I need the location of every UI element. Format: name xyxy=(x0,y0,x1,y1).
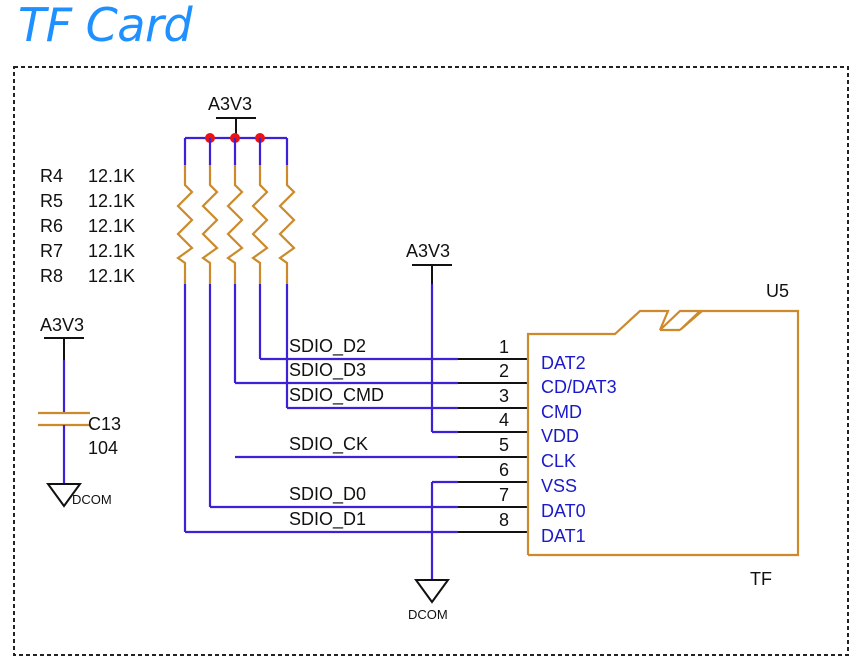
connector-u5: U5 TF xyxy=(526,281,800,589)
connector-ref: U5 xyxy=(766,281,789,301)
pin-number: 2 xyxy=(499,361,509,381)
resistor-value: 12.1K xyxy=(88,191,135,211)
pin-stubs xyxy=(458,358,528,533)
resistor-ref: R8 xyxy=(40,266,63,286)
pin-name: DAT2 xyxy=(541,353,586,373)
net-label-sdio-ck: SDIO_CK xyxy=(289,434,368,455)
supply-label: A3V3 xyxy=(208,94,252,114)
pin-name: CLK xyxy=(541,451,576,471)
pin-name: VSS xyxy=(541,476,577,496)
net-label-sdio-d3: SDIO_D3 xyxy=(289,360,366,381)
ground-symbol-cap: DCOM xyxy=(46,483,112,508)
resistor-value: 12.1K xyxy=(88,266,135,286)
ground-label: DCOM xyxy=(72,492,112,507)
capacitor-value: 104 xyxy=(88,438,118,458)
schematic-frame xyxy=(13,66,849,656)
pin-number: 1 xyxy=(499,337,509,357)
resistor-r8 xyxy=(278,138,296,408)
pin-name: CD/DAT3 xyxy=(541,377,617,397)
resistor-value: 12.1K xyxy=(88,216,135,236)
pin-number: 5 xyxy=(499,435,509,455)
pin-number: 4 xyxy=(499,410,509,430)
resistor-r4 xyxy=(176,138,194,532)
net-label-sdio-cmd: SDIO_CMD xyxy=(289,385,384,406)
connector-type: TF xyxy=(750,569,772,589)
pin-number: 6 xyxy=(499,460,509,480)
net-label-sdio-d0: SDIO_D0 xyxy=(289,484,366,505)
pin-name: VDD xyxy=(541,426,579,446)
resistor-value: 12.1K xyxy=(88,241,135,261)
ground-symbol-vss: DCOM xyxy=(408,579,450,622)
resistor-r7 xyxy=(251,138,269,359)
pin-number: 3 xyxy=(499,386,509,406)
resistor-r5 xyxy=(201,138,219,507)
net-label-sdio-d2: SDIO_D2 xyxy=(289,336,366,357)
pin-number: 7 xyxy=(499,485,509,505)
resistor-ref: R5 xyxy=(40,191,63,211)
supply-a3v3-top: A3V3 xyxy=(208,94,256,138)
supply-label: A3V3 xyxy=(40,315,84,335)
capacitor-ref: C13 xyxy=(88,414,121,434)
resistor-ref: R6 xyxy=(40,216,63,236)
supply-a3v3-vdd: A3V3 xyxy=(406,241,452,432)
pin-numbers: 1 2 3 4 5 6 7 8 xyxy=(499,337,509,530)
resistor-ref: R7 xyxy=(40,241,63,261)
resistor-value: 12.1K xyxy=(88,166,135,186)
net-labels: SDIO_D2 SDIO_D3 SDIO_CMD SDIO_CK SDIO_D0… xyxy=(289,336,384,530)
capacitor-c13: C13 104 xyxy=(38,360,121,484)
page-title: TF Card xyxy=(18,0,193,52)
supply-a3v3-cap: A3V3 xyxy=(40,315,84,360)
ground-label: DCOM xyxy=(408,607,448,622)
resistor-ref: R4 xyxy=(40,166,63,186)
pin-name: DAT0 xyxy=(541,501,586,521)
resistor-labels: R4 12.1K R5 12.1K R6 12.1K R7 12.1K R8 1… xyxy=(40,166,135,286)
pin-names: DAT2 CD/DAT3 CMD VDD CLK VSS DAT0 DAT1 xyxy=(541,353,617,546)
resistor-r6 xyxy=(226,138,244,383)
net-label-sdio-d1: SDIO_D1 xyxy=(289,509,366,530)
supply-label: A3V3 xyxy=(406,241,450,261)
pin-name: DAT1 xyxy=(541,526,586,546)
pin-name: CMD xyxy=(541,402,582,422)
signal-wires xyxy=(185,357,458,580)
pin-number: 8 xyxy=(499,510,509,530)
